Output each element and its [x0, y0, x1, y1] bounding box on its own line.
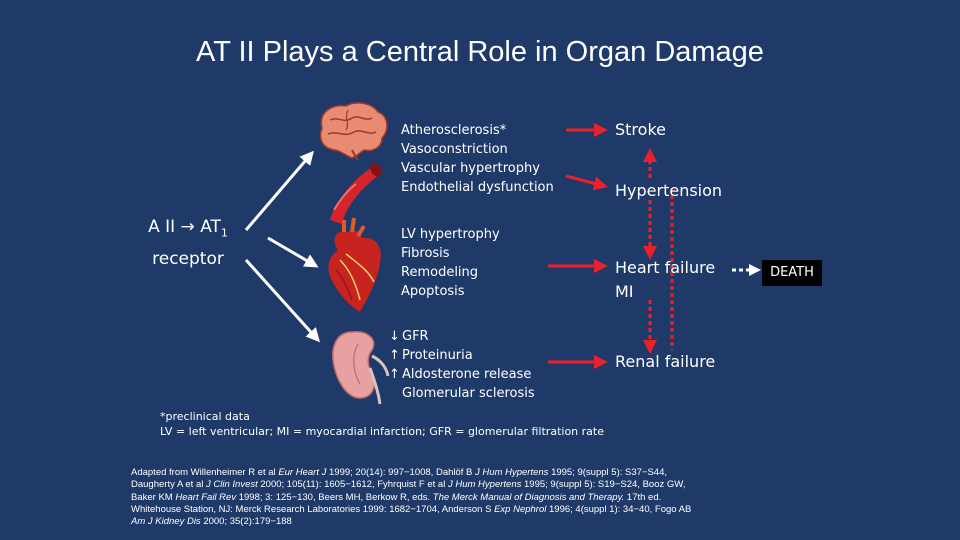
receptor-line-1: A II → AT1 — [128, 214, 248, 246]
white-arrows — [244, 150, 321, 343]
up-arrow-icon: ↑ — [389, 348, 400, 363]
renal-effects-list: ↓GFR ↑Proteinuria ↑Aldosterone release G… — [389, 327, 535, 403]
list-item: Atherosclerosis* — [401, 123, 507, 138]
outcome-stroke: Stroke — [615, 120, 666, 139]
vascular-effects-list: Atherosclerosis* Vasoconstriction Vascul… — [401, 121, 554, 197]
list-item: Fibrosis — [401, 246, 450, 261]
receptor-line-2: receptor — [152, 249, 224, 270]
footnote-abbreviations: LV = left ventricular; MI = myocardial i… — [160, 425, 604, 438]
list-item: ↑Proteinuria — [389, 348, 473, 363]
red-arrows — [548, 123, 608, 369]
list-item: LV hypertrophy — [401, 227, 500, 242]
receptor-at: AT — [200, 217, 221, 237]
outcome-hypertension: Hypertension — [615, 181, 723, 200]
outcome-heart-failure: Heart failure MI — [615, 256, 715, 304]
reference-line: Am J Kidney Dis 2000; 35(2):179−188 — [131, 516, 292, 528]
list-item: Remodeling — [401, 265, 479, 280]
list-item: Glomerular sclerosis — [402, 386, 535, 401]
cardiac-effects-list: LV hypertrophy Fibrosis Remodeling Apopt… — [401, 225, 500, 301]
footnote: *preclinical data LV = left ventricular;… — [160, 409, 604, 439]
heart-icon — [328, 217, 381, 312]
list-item: ↓GFR — [389, 329, 429, 344]
heart-failure-label: Heart failure — [615, 258, 716, 277]
list-item: Vascular hypertrophy — [401, 161, 540, 176]
reference-line: Whitehouse Station, NJ: Merck Research L… — [131, 503, 692, 515]
receptor-subscript: 1 — [220, 226, 228, 240]
death-box: DEATH — [762, 260, 822, 286]
reference-line: Adapted from Willenheimer R et al Eur He… — [131, 467, 668, 478]
right-arrow-icon: → — [180, 217, 195, 237]
outcome-renal-failure: Renal failure — [615, 352, 716, 371]
list-item: Apoptosis — [401, 284, 465, 299]
receptor-ang2: A II — [148, 217, 176, 237]
receptor-label: A II → AT1 receptor — [128, 214, 248, 272]
brain-icon — [319, 102, 388, 161]
kidney-icon — [332, 331, 390, 405]
artery-icon — [330, 163, 382, 224]
list-item: Vasoconstriction — [401, 142, 508, 157]
up-arrow-icon: ↑ — [389, 367, 400, 382]
down-arrow-icon: ↓ — [389, 329, 400, 344]
list-item: Endothelial dysfunction — [401, 180, 554, 195]
mi-label: MI — [615, 282, 634, 301]
dashed-progression — [643, 148, 674, 354]
list-item: ↑Aldosterone release — [389, 367, 532, 382]
reference-line: Baker KM Heart Fail Rev 1998; 3: 125−130… — [131, 491, 662, 503]
reference-line: Daugherty A et al J Clin Invest 2000; 10… — [131, 479, 686, 491]
references: Adapted from Willenheimer R et al Eur He… — [131, 467, 781, 528]
footnote-preclinical: *preclinical data — [160, 410, 250, 423]
slide-title: AT II Plays a Central Role in Organ Dama… — [196, 36, 764, 68]
